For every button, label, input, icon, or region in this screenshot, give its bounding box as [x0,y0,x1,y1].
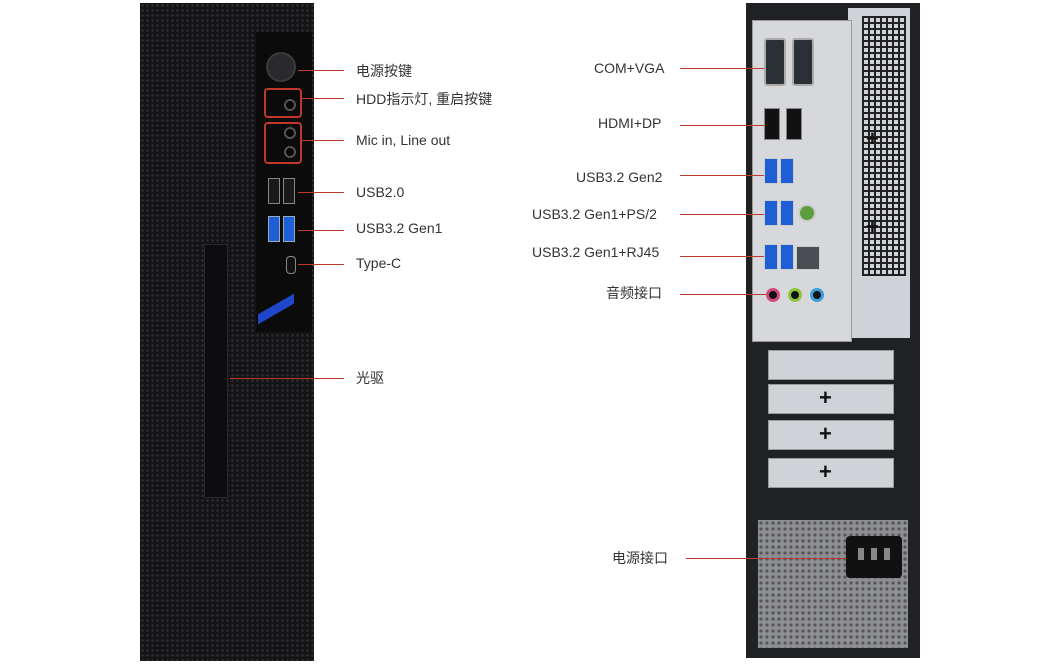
label-power-button: 电源按键 [356,63,412,79]
hdd-reset-highlight [264,88,302,118]
audio-leader-line [680,294,766,295]
label-usb-ps2: USB3.2 Gen1+PS/2 [532,206,657,222]
audio-leader-line [302,140,344,141]
audio-green-jack [788,288,802,302]
mic-jack [284,146,296,158]
optical-leader-line [230,378,344,379]
label-usb32-gen2: USB3.2 Gen2 [576,169,663,185]
usb3-gen2-port [780,158,794,184]
typec-port [286,256,296,274]
typec-leader-line [298,264,344,265]
com-vga-leader-line [680,68,764,69]
displayport-port [786,108,802,140]
usb2-port [283,178,295,204]
expansion-slot-cover: + [768,420,894,450]
usb3-port [283,216,295,242]
label-com-vga: COM+VGA [594,60,665,76]
power-button [266,52,296,82]
plus-icon: + [819,385,832,410]
usb3-gen1-port [780,244,794,270]
vga-port [792,38,814,86]
label-audio: 音频接口 [606,285,662,301]
label-hdmi-dp: HDMI+DP [598,115,662,131]
headphone-jack [284,127,296,139]
label-power-port: 电源接口 [612,550,668,566]
label-mic-line: Mic in, Line out [356,132,451,148]
audio-highlight [264,122,302,164]
hdmi-dp-leader-line [680,125,764,126]
rear-vent [862,16,906,276]
power-socket [846,536,902,578]
label-hdd-reset: HDD指示灯, 重启按键 [356,91,493,107]
power-pin [884,548,890,560]
audio-blue-jack [810,288,824,302]
label-usb32-gen1: USB3.2 Gen1 [356,220,443,236]
expansion-slot-cover: + [768,458,894,488]
label-usb20: USB2.0 [356,184,405,200]
power-pin [871,548,877,560]
com-port [764,38,786,86]
reset-button [284,99,296,111]
usb2-port [268,178,280,204]
expansion-slot-cover: + [768,384,894,414]
usb3-leader-line [298,230,344,231]
usb3-gen1-port [780,200,794,226]
usb-ps2-leader-line [680,214,764,215]
ps2-port [798,204,816,222]
usb3-port [268,216,280,242]
label-optical: 光驱 [356,370,384,386]
usb3-gen1-port [764,244,778,270]
plus-icon: + [866,214,879,239]
power-leader-line [298,70,344,71]
usb-gen2-leader-line [680,175,764,176]
hdd-leader-line [302,98,344,99]
label-usb-rj45: USB3.2 Gen1+RJ45 [532,244,660,260]
usb3-gen2-port [764,158,778,184]
plus-icon: + [866,126,879,151]
usb3-gen1-port [764,200,778,226]
power-pin [858,548,864,560]
optical-drive-slot [204,244,228,498]
label-typec: Type-C [356,255,402,271]
audio-pink-jack [766,288,780,302]
plus-icon: + [819,459,832,484]
rj45-port [796,246,820,270]
plus-icon: + [819,421,832,446]
hdmi-port [764,108,780,140]
usb2-leader-line [298,192,344,193]
usb-rj45-leader-line [680,256,764,257]
power-port-leader-line [686,558,846,559]
expansion-slot-cover [768,350,894,380]
